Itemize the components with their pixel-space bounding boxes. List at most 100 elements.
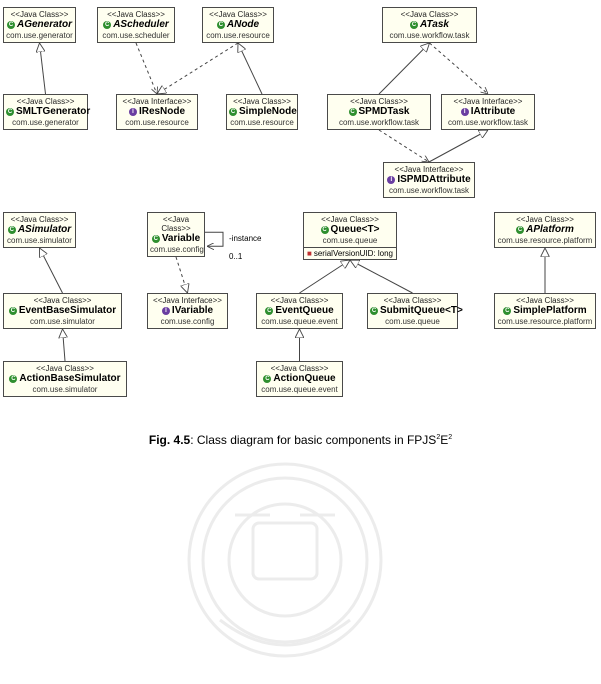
package-name: com.use.resource.platform [497,235,593,245]
stereotype-label: <<Java Class>> [321,215,379,224]
package-name: com.use.resource.platform [497,316,593,326]
stereotype-label: <<Java Interface>> [153,296,222,305]
edge-variable-to-ivariable [175,256,188,293]
package-name: com.use.resource [206,30,270,40]
package-name: com.use.workflow.task [338,117,420,127]
class-icon: C [9,375,18,384]
interface-icon: I [460,108,469,117]
package-name: com.use.config [150,244,204,254]
relationship-lines [40,42,546,362]
class-icon: C [8,307,17,316]
package-name: com.use.queue.event [261,384,338,394]
stereotype-label: <<Java Class>> [36,364,94,373]
package-name: com.use.generator [6,30,73,40]
interface-icon: I [161,307,170,316]
association-multiplicity-label: 0..1 [229,252,243,261]
stereotype-label: <<Java Class>> [33,296,92,305]
edge-eventbasesimulator-to-asimulator [40,248,63,294]
package-name: com.use.resource [230,117,294,127]
edge-atask-to-iattribute [429,42,489,94]
stereotype-label: <<Java Class>> [516,296,574,305]
interface-icon: I [387,176,396,185]
stereotype-label: <<Java Class>> [270,296,329,305]
edge-eventqueue-to-queue [299,260,351,294]
stereotype-label: <<Java Class>> [161,215,191,234]
package-name: com.use.workflow.task [389,30,470,40]
stereotype-label: <<Java Class>> [10,10,69,19]
class-icon: C [348,108,357,117]
stereotype-label: <<Java Interface>> [122,97,192,106]
caption-text: : Class diagram for basic components in … [190,433,437,447]
stereotype-label: <<Java Class>> [10,215,69,224]
stereotype-label: <<Java Class>> [270,364,329,373]
stereotype-label: <<Java Class>> [383,296,442,305]
package-name: com.use.simulator [7,235,72,245]
university-seal-watermark [187,462,383,658]
class-icon: C [229,108,237,117]
class-icon: C [410,21,419,30]
edge-ascheduler-to-iresnode [135,42,157,94]
class-icon: C [6,21,15,30]
edge-ispmdattribute-to-iattribute [428,130,488,163]
class-icon: C [265,307,274,316]
stereotype-label: <<Java Class>> [233,97,291,106]
stereotype-label: <<Java Class>> [400,10,459,19]
edge-simplenode-to-anode [238,43,263,95]
stereotype-label: <<Java Class>> [350,97,408,106]
package-name: com.use.workflow.task [447,117,529,127]
package-name: com.use.workflow.task [388,185,470,195]
stereotype-label: <<Java Interface>> [394,165,464,174]
package-name: com.use.scheduler [102,30,170,40]
class-icon: C [263,375,272,384]
edge-submitqueue-to-queue [350,260,413,294]
class-icon: C [7,226,16,235]
caption-sup-1: 2 [436,434,441,441]
association-role-label: -instance [229,234,262,243]
package-name: com.use.simulator [30,316,95,326]
package-name: com.use.resource [125,117,189,127]
edge-spmdtask-to-ispmdattribute [378,129,429,162]
package-name: com.use.queue.event [261,316,338,326]
class-icon: C [370,307,378,316]
class-icon: C [151,235,160,244]
stereotype-label: <<Java Class>> [516,215,574,224]
